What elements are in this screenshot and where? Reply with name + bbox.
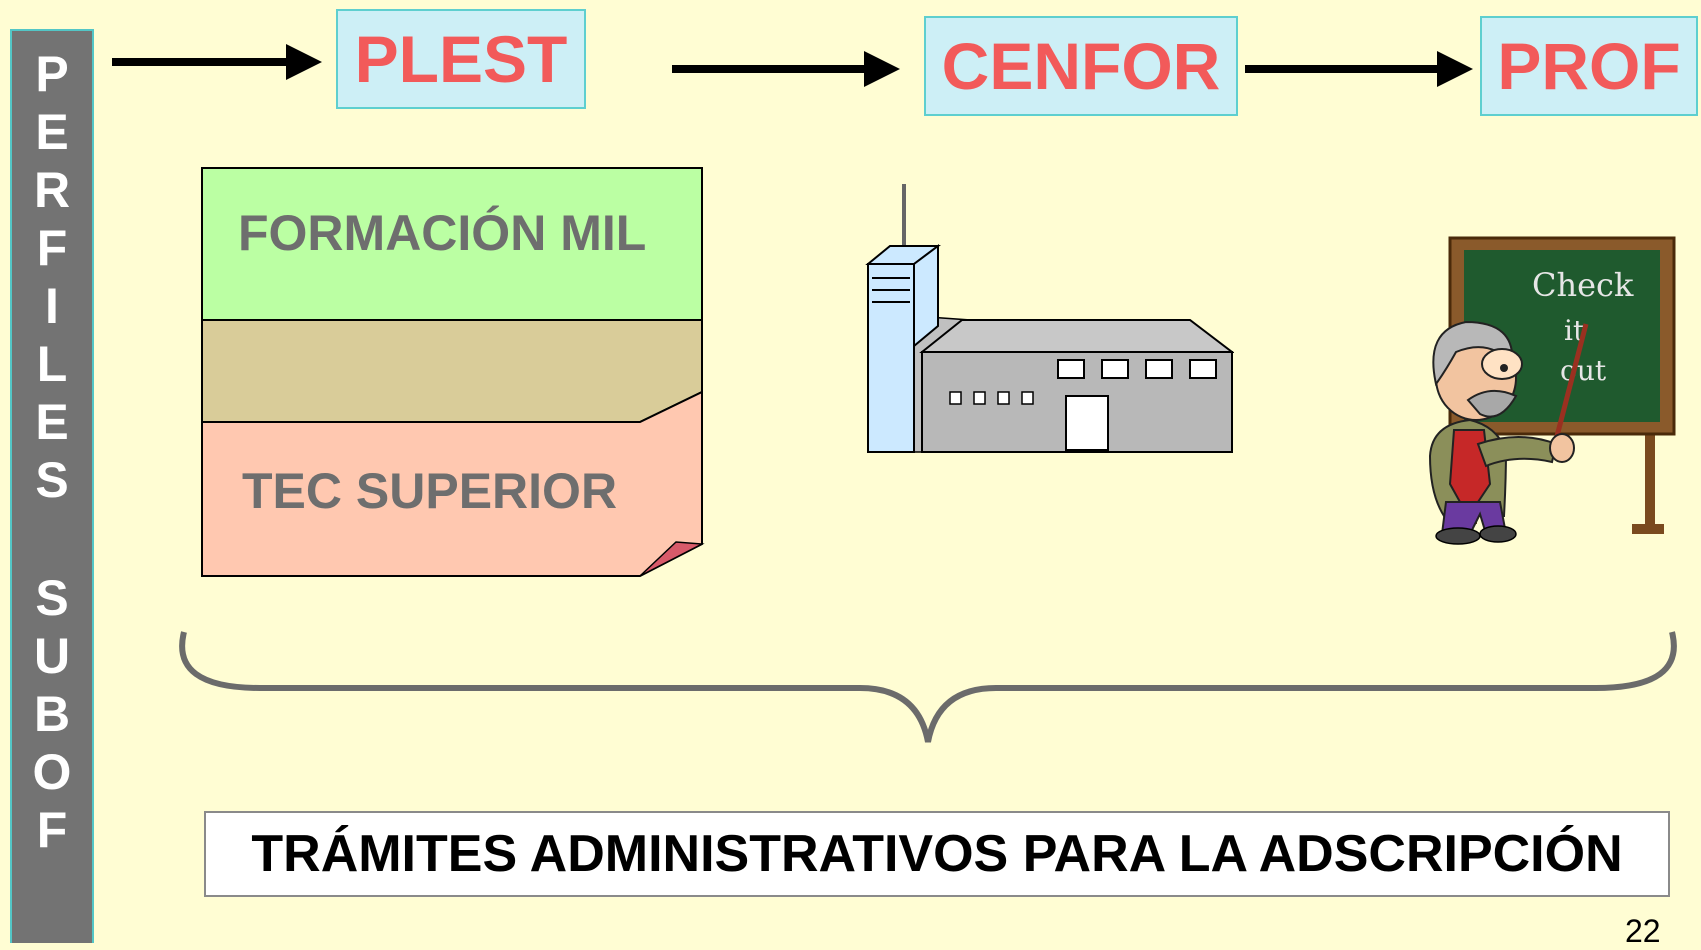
teacher-icon: Check it out: [1428, 236, 1676, 545]
curly-brace-icon: [179, 631, 1677, 743]
arrow-right-icon: [1437, 51, 1473, 87]
arrow-right-icon: [672, 65, 868, 73]
chalk-line: out: [1560, 354, 1607, 387]
sidebar-letter: O: [32, 744, 72, 800]
step-label: PROF: [1497, 29, 1681, 103]
sidebar-letter: E: [35, 104, 69, 160]
step-plest: PLEST: [336, 9, 586, 109]
doc-label-formacion: FORMACIÓN MIL: [238, 205, 647, 261]
arrow-right-icon: [1245, 65, 1441, 73]
arrow-right-icon: [112, 58, 292, 66]
page-number: 22: [1625, 913, 1661, 949]
arrow-right-icon: [286, 44, 322, 80]
sidebar-perfiles-subof: P E R F I L E S S U B O F: [10, 29, 94, 943]
sidebar-letter: S: [35, 452, 69, 508]
sidebar-letter: P: [35, 46, 69, 102]
chalkboard-text: Check it out: [1532, 266, 1634, 387]
sidebar-letter: U: [33, 628, 71, 684]
step-label: PLEST: [354, 22, 568, 96]
sidebar-letter: F: [36, 220, 68, 276]
tramites-label-box: TRÁMITES ADMINISTRATIVOS PARA LA ADSCRIP…: [204, 811, 1670, 897]
building-icon: [865, 184, 1234, 453]
sidebar-letter: E: [35, 394, 69, 450]
document-stack: [201, 167, 705, 577]
sidebar-letter: F: [36, 802, 68, 858]
step-cenfor: CENFOR: [924, 16, 1238, 116]
step-label: CENFOR: [941, 29, 1221, 103]
arrow-right-icon: [864, 51, 900, 87]
doc-label-tec-superior: TEC SUPERIOR: [242, 463, 618, 519]
sidebar-letter: R: [33, 162, 71, 218]
sidebar-letter: I: [45, 278, 59, 334]
tramites-label: TRÁMITES ADMINISTRATIVOS PARA LA ADSCRIP…: [251, 825, 1623, 883]
sidebar-letter: S: [35, 570, 69, 626]
sidebar-letter: L: [36, 336, 68, 392]
chalk-line: Check: [1532, 266, 1634, 304]
sidebar-letter: B: [33, 686, 71, 742]
step-prof: PROF: [1480, 16, 1698, 116]
